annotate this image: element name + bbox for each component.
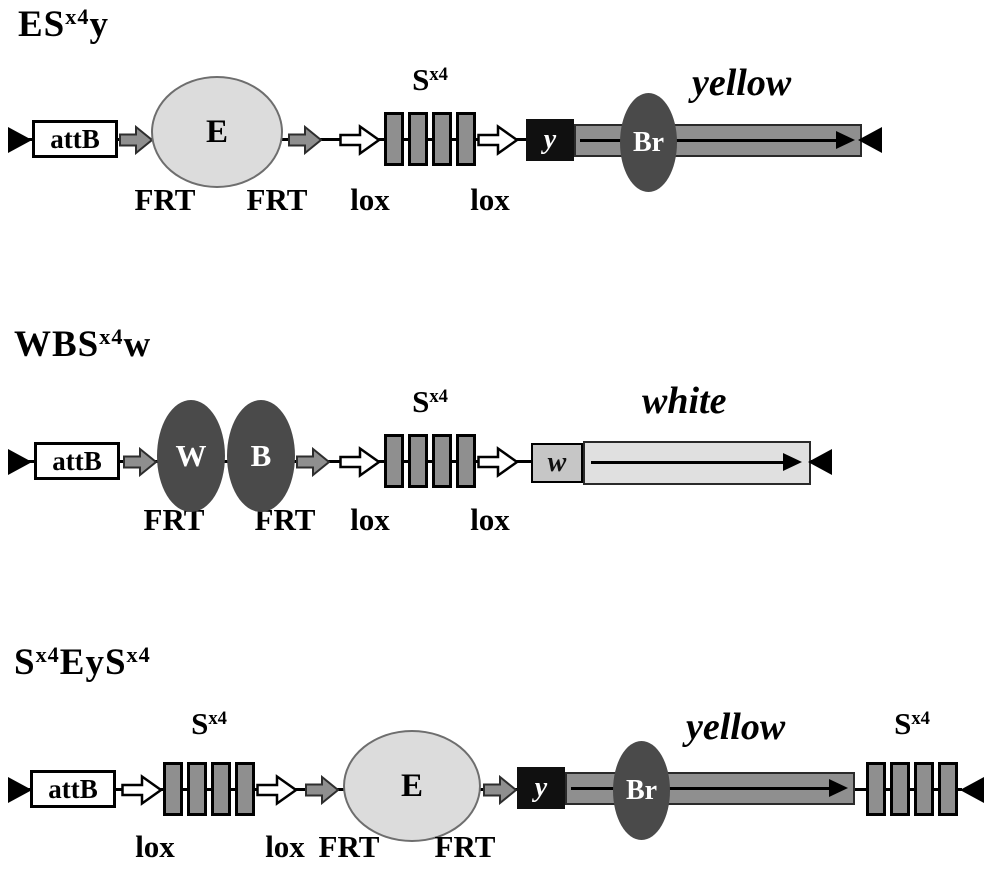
frt-site-label: FRT — [318, 829, 380, 864]
stuffer-stripe — [432, 112, 452, 166]
title-superscript: x4 — [35, 641, 60, 667]
stuffer-stripe — [187, 762, 207, 816]
title-text: w — [123, 324, 152, 365]
stuffer-label: Sx4 — [374, 386, 486, 417]
stuffer-stripe — [866, 762, 886, 816]
construct-title: WBSx4w — [14, 323, 152, 365]
right-terminal-triangle-icon — [858, 127, 882, 153]
gene-arrow-line — [591, 461, 783, 464]
frt-site-label: FRT — [246, 182, 308, 217]
stuffer-stripe — [456, 112, 476, 166]
construct-title: ESx4y — [18, 3, 109, 45]
stuffer-stripe — [432, 434, 452, 488]
lox-arrow-icon — [256, 774, 298, 806]
lox-site-label: lox — [265, 829, 305, 864]
left-terminal-triangle-icon — [8, 449, 32, 475]
title-superscript: x4 — [99, 323, 124, 349]
title-superscript: x4 — [65, 3, 90, 29]
br-enhancer-ellipse: Br — [613, 741, 670, 840]
stuffer-label-base: S — [412, 62, 430, 97]
left-terminal-triangle-icon — [8, 777, 32, 803]
title-text: WBS — [14, 324, 100, 365]
attb-box: attB — [34, 442, 120, 480]
stuffer-stripe — [914, 762, 934, 816]
b-cassette-ellipse: B — [227, 400, 295, 512]
lox-arrow-icon — [477, 446, 519, 478]
gene-name-label: yellow — [692, 62, 792, 104]
right-terminal-triangle-icon — [960, 777, 984, 803]
stuffer-stripe — [408, 112, 428, 166]
stuffer-array-box — [866, 762, 958, 816]
y-marker-box: y — [517, 767, 565, 809]
stuffer-stripe — [408, 434, 428, 488]
stuffer-stripe — [938, 762, 958, 816]
lox-site-label: lox — [470, 502, 510, 537]
title-text: S — [14, 642, 36, 683]
attb-box: attB — [30, 770, 116, 808]
gene-arrow-line — [580, 139, 838, 142]
attb-box: attB — [32, 120, 118, 158]
stuffer-label: Sx4 — [153, 708, 265, 739]
stuffer-array-box — [163, 762, 255, 816]
lox-site-label: lox — [135, 829, 175, 864]
stuffer-label: Sx4 — [856, 708, 968, 739]
gene-arrowhead-icon — [829, 779, 848, 797]
frt-arrow-icon — [119, 125, 153, 155]
lox-arrow-icon — [339, 446, 381, 478]
frt-arrow-icon — [296, 447, 330, 477]
stuffer-stripe — [384, 434, 404, 488]
stuffer-array-box — [384, 434, 476, 488]
right-terminal-triangle-icon — [808, 449, 832, 475]
gene-arrow-line — [571, 787, 829, 790]
frt-site-label: FRT — [134, 182, 196, 217]
stuffer-stripe — [211, 762, 231, 816]
gene-arrowhead-icon — [783, 453, 802, 471]
y-marker-box: y — [526, 119, 574, 161]
stuffer-label-base: S — [412, 384, 430, 419]
construct-title: Sx4EySx4 — [14, 641, 151, 683]
left-terminal-triangle-icon — [8, 127, 32, 153]
gene-arrowhead-icon — [836, 131, 855, 149]
e-cassette-ellipse: E — [151, 76, 283, 188]
frt-arrow-icon — [483, 775, 517, 805]
w-marker-box: w — [531, 443, 583, 483]
stuffer-stripe — [384, 112, 404, 166]
stuffer-label-superscript: x4 — [429, 385, 448, 407]
stuffer-stripe — [163, 762, 183, 816]
gene-name-label: white — [642, 380, 727, 422]
lox-arrow-icon — [121, 774, 163, 806]
w-cassette-ellipse: W — [157, 400, 225, 512]
stuffer-label-superscript: x4 — [208, 707, 227, 729]
stuffer-label: Sx4 — [374, 64, 486, 95]
gene-name-label: yellow — [686, 706, 786, 748]
title-text: y — [89, 4, 109, 45]
stuffer-stripe — [890, 762, 910, 816]
e-cassette-ellipse: E — [343, 730, 481, 842]
frt-site-label: FRT — [143, 502, 205, 537]
br-enhancer-ellipse: Br — [620, 93, 677, 192]
frt-arrow-icon — [288, 125, 322, 155]
stuffer-label-base: S — [894, 706, 912, 741]
title-text: ES — [18, 4, 66, 45]
lox-site-label: lox — [350, 502, 390, 537]
lox-arrow-icon — [477, 124, 519, 156]
stuffer-stripe — [235, 762, 255, 816]
stuffer-label-superscript: x4 — [911, 707, 930, 729]
stuffer-array-box — [384, 112, 476, 166]
title-text: EyS — [59, 642, 127, 683]
frt-site-label: FRT — [434, 829, 496, 864]
lox-arrow-icon — [339, 124, 381, 156]
stuffer-stripe — [456, 434, 476, 488]
lox-site-label: lox — [470, 182, 510, 217]
frt-arrow-icon — [123, 447, 157, 477]
stuffer-label-base: S — [191, 706, 209, 741]
stuffer-label-superscript: x4 — [429, 63, 448, 85]
frt-arrow-icon — [305, 775, 339, 805]
lox-site-label: lox — [350, 182, 390, 217]
title-superscript: x4 — [126, 641, 151, 667]
